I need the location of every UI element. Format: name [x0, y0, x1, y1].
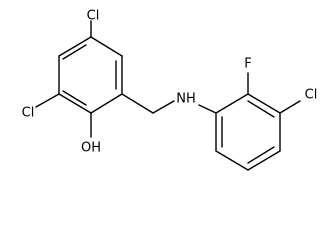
- bond: [58, 36, 92, 57]
- double-bond-inner: [247, 100, 275, 118]
- double-bond-inner: [62, 90, 87, 106]
- bond: [247, 150, 281, 171]
- hydroxyl-label: OH: [81, 141, 101, 156]
- bond: [35, 93, 60, 108]
- double-bond-inner: [247, 146, 275, 164]
- substituent-bonds: [35, 20, 217, 138]
- chlorine-label-left: Cl: [22, 106, 35, 121]
- chloro-fluoro-phenyl-ring: [215, 72, 301, 171]
- bond: [152, 100, 175, 114]
- bond: [247, 93, 281, 114]
- bond: [121, 93, 154, 114]
- fluorine-label: F: [244, 57, 251, 72]
- bond: [198, 104, 217, 114]
- bond: [58, 93, 92, 114]
- bond: [279, 100, 301, 114]
- chemical-structure: Cl Cl OH NH F Cl: [22, 9, 318, 171]
- chlorine-label-right: Cl: [305, 88, 318, 103]
- bond: [90, 93, 123, 114]
- atom-labels: Cl Cl OH NH F Cl: [22, 9, 318, 156]
- bond: [215, 150, 249, 171]
- phenol-ring: [58, 36, 123, 114]
- bond: [90, 36, 123, 57]
- chlorine-label-top: Cl: [87, 9, 100, 24]
- amine-label: NH: [176, 92, 196, 107]
- bond: [215, 93, 249, 114]
- double-bond-inner: [62, 44, 87, 60]
